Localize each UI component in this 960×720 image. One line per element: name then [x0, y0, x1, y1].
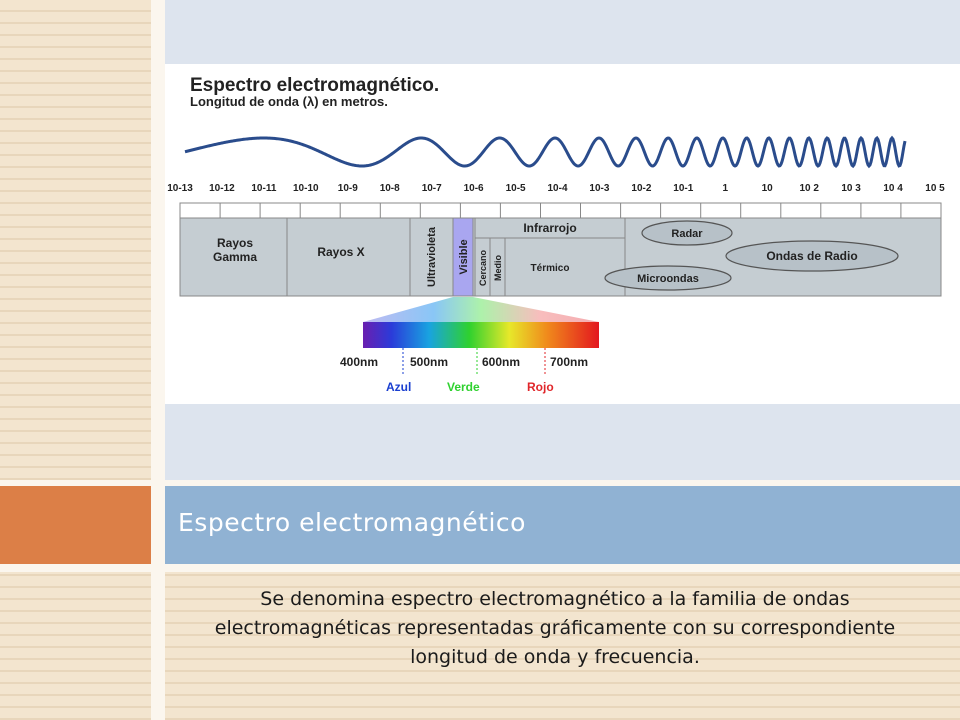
scale-label: 10-10	[293, 183, 319, 194]
scale-label: 10-5	[506, 183, 526, 194]
label-700nm: 700nm	[550, 355, 588, 369]
nm-markers	[402, 348, 546, 376]
radar-ellipse	[641, 220, 733, 246]
label-rojo: Rojo	[527, 380, 554, 394]
scale-label: 10 2	[799, 183, 819, 194]
label-xray: Rayos X	[317, 245, 364, 259]
title-band	[165, 486, 960, 564]
scale-label: 10-11	[251, 183, 276, 194]
scale-label: 10-9	[338, 183, 358, 194]
micro-ellipse	[604, 265, 732, 291]
label-uv: Ultravioleta	[426, 226, 438, 287]
figure-subheading: Longitud de onda (λ) en metros.	[190, 94, 388, 109]
visible-projection	[363, 297, 599, 322]
label-ir: Infrarrojo	[523, 221, 576, 235]
label-ir-mid: Medio	[493, 254, 503, 281]
label-micro: Microondas	[637, 273, 699, 285]
label-gamma-1: Rayos	[217, 236, 253, 250]
scale-label: 10-8	[380, 183, 400, 194]
vertical-divider	[151, 0, 165, 720]
spectrum-diagram: Espectro electromagnético. Longitud de o…	[167, 75, 945, 394]
label-radio: Ondas de Radio	[766, 249, 857, 263]
label-ir-near: Cercano	[478, 249, 488, 286]
scale-label: 10-12	[209, 183, 235, 194]
label-azul: Azul	[386, 380, 411, 394]
label-radar: Radar	[671, 228, 703, 240]
scale-label: 10 3	[841, 183, 861, 194]
scale-label: 10 4	[883, 183, 903, 194]
figure-heading: Espectro electromagnético.	[190, 75, 439, 96]
wave-curve	[184, 135, 907, 169]
radio-ellipse	[725, 240, 899, 272]
scale-label: 10	[762, 183, 774, 194]
band-separator-top	[0, 480, 960, 486]
scale-label: 10-6	[464, 183, 484, 194]
scale-label: 10-2	[631, 183, 651, 194]
tick-ruler	[179, 202, 942, 219]
label-visible: Visible	[458, 239, 470, 274]
accent-block	[0, 486, 151, 564]
label-600nm: 600nm	[482, 355, 520, 369]
scale-label: 10-1	[673, 183, 693, 194]
label-gamma-2: Gamma	[213, 250, 257, 264]
slide-title: Espectro electromagnético	[178, 508, 526, 537]
slide-caption: Se denomina espectro electromagnético a …	[214, 588, 896, 668]
scale-label: 1	[723, 183, 729, 194]
ruler-ticks	[219, 203, 902, 218]
visible-spectrum-bar	[363, 322, 599, 348]
label-ir-thermal: Térmico	[531, 263, 570, 274]
visible-cell	[452, 217, 474, 297]
label-500nm: 500nm	[410, 355, 448, 369]
scale-label: 10-3	[589, 183, 609, 194]
scale-label: 10 5	[925, 183, 945, 194]
label-400nm: 400nm	[340, 355, 378, 369]
scale-label: 10-7	[422, 183, 442, 194]
band-separator-bottom	[0, 564, 960, 572]
spectrum-figure: Espectro electromagnético. Longitud de o…	[165, 64, 960, 404]
label-verde: Verde	[447, 380, 480, 394]
scale-label: 10-13	[167, 183, 193, 194]
scale-label: 10-4	[547, 183, 567, 194]
